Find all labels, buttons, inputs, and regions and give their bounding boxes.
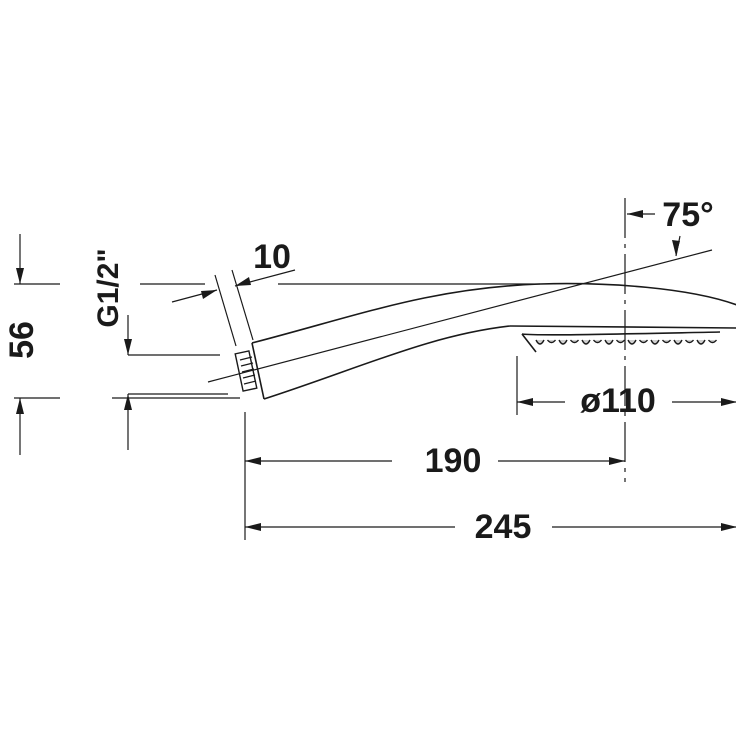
spray-nozzle: [650, 339, 660, 345]
thickness-dimension: 10: [171, 238, 296, 303]
spray-nozzle: [615, 339, 626, 344]
angle-dimension: 75°: [627, 196, 714, 257]
spray-nozzle: [604, 339, 614, 345]
spray-nozzle: [558, 339, 568, 345]
thread-connector: [234, 350, 258, 392]
spray-nozzle: [592, 339, 603, 344]
height-label: 56: [3, 321, 41, 359]
extension-lines: [14, 269, 540, 540]
length-to-center-label: 190: [425, 442, 482, 480]
spray-nozzle: [661, 339, 672, 344]
spray-nozzle: [627, 339, 637, 345]
total-length-label: 245: [475, 508, 532, 546]
spray-nozzle: [673, 339, 683, 345]
spray-nozzle: [707, 339, 718, 344]
spray-nozzle: [581, 339, 591, 345]
spray-nozzle: [569, 339, 580, 344]
height-dimension: 56: [3, 234, 41, 455]
diameter-label: ø110: [580, 382, 656, 420]
total-length-dimension: 245: [245, 508, 736, 546]
thickness-label: 10: [253, 238, 291, 276]
spray-nozzle: [535, 339, 545, 345]
spray-nozzles: [535, 339, 718, 345]
diameter-dimension: ø110: [517, 382, 736, 420]
length-to-center-dimension: 190: [245, 442, 625, 480]
spray-nozzle: [546, 339, 557, 344]
thread-dimension: G1/2": [92, 248, 132, 450]
spray-nozzle: [638, 339, 649, 344]
angle-label: 75°: [662, 196, 713, 234]
axis-line: [207, 249, 713, 383]
thread-label: G1/2": [92, 248, 125, 327]
spray-nozzle: [696, 339, 706, 345]
spray-nozzle: [684, 339, 695, 344]
